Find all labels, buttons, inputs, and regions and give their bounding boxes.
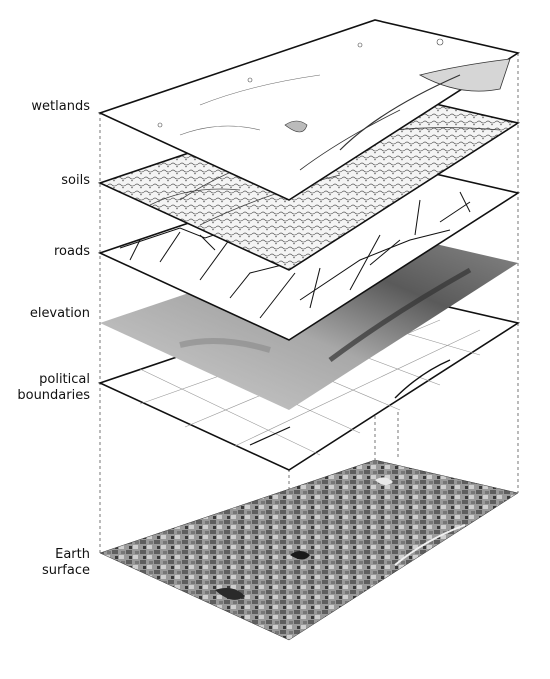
label-line: Earth [42, 547, 90, 563]
label-roads: roads [54, 244, 90, 260]
label-line: elevation [30, 306, 90, 322]
label-elevation: elevation [30, 306, 90, 322]
label-political-boundaries: political boundaries [17, 372, 90, 404]
label-soils: soils [61, 173, 90, 189]
label-line: soils [61, 173, 90, 189]
label-line: wetlands [31, 99, 90, 115]
layer-earth-surface [100, 460, 518, 640]
label-line: roads [54, 244, 90, 260]
label-line: boundaries [17, 388, 90, 404]
label-earth-surface: Earth surface [42, 547, 90, 579]
label-line: surface [42, 563, 90, 579]
label-line: political [17, 372, 90, 388]
label-wetlands: wetlands [31, 99, 90, 115]
